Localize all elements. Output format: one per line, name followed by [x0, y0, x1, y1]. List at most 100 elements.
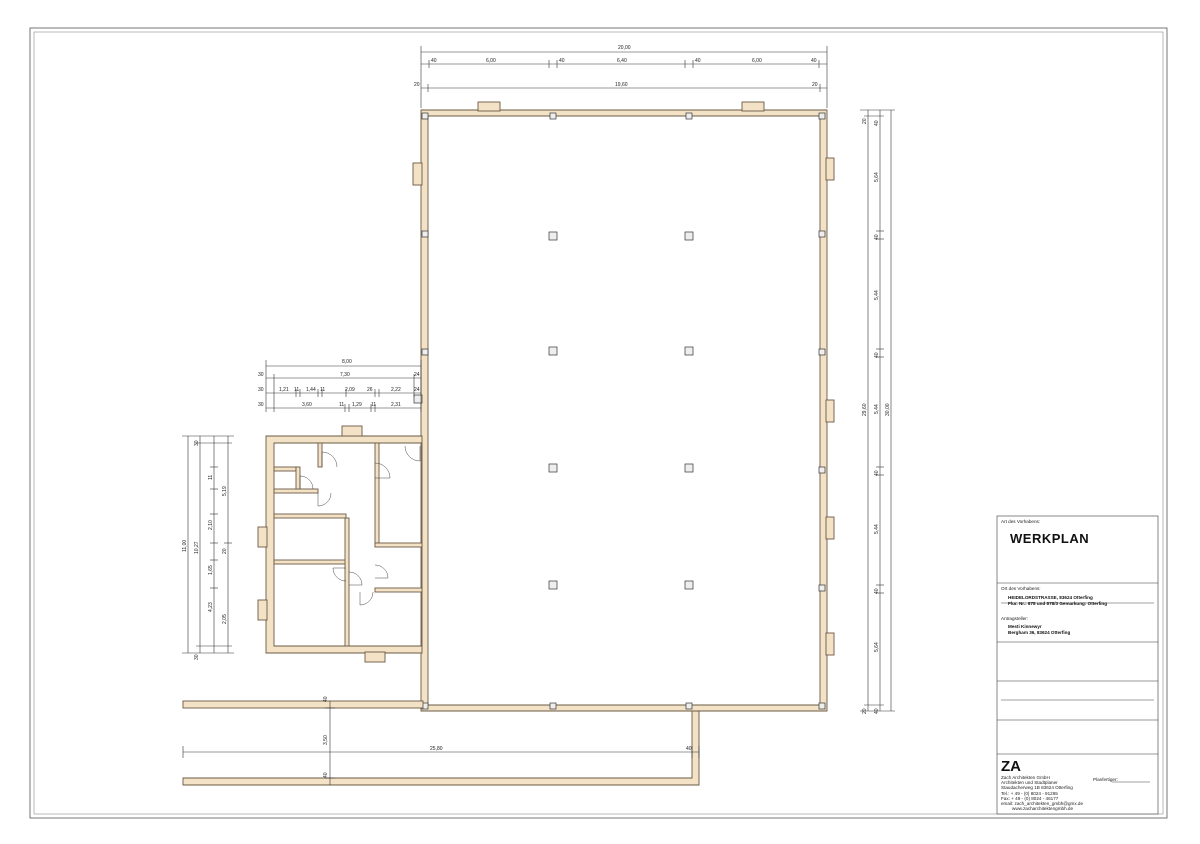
dim-left-1100: 11,00 — [182, 540, 188, 552]
yard-walls — [182, 700, 700, 786]
dim-top-600-a: 6,00 — [486, 58, 496, 64]
hall-pilaster-top-left — [477, 101, 501, 112]
dim-left-205: 2,05 — [222, 614, 228, 624]
dim-right-40-bot: 40 — [874, 708, 880, 714]
dim-left-423: 4,23 — [208, 602, 214, 612]
dim-left-11: 11 — [208, 475, 214, 480]
annex-pilaster-bottom — [364, 651, 386, 663]
dim-annex-231: 2,31 — [391, 402, 401, 408]
address-line-2: Flur. Nr.: 878 und 878/3 Gemarkung: Otte… — [1008, 601, 1107, 606]
dim-top-40-d: 40 — [811, 58, 817, 64]
dim-bottom-2580: 25,80 — [430, 746, 443, 752]
dim-annex-800: 8,00 — [342, 359, 352, 365]
dim-right-40-b: 40 — [874, 352, 880, 358]
firm-email: email: zach_architekten_gmbh@gmx.de — [1001, 801, 1083, 806]
outer-frame — [29, 27, 1168, 819]
dim-annex-30-b: 30 — [258, 387, 264, 393]
dim-bottom-40: 40 — [686, 746, 692, 752]
main-hall — [412, 101, 835, 712]
dim-annex-11-c: 11 — [339, 402, 344, 408]
firm-tel: Tel.: + 49 - (0) 8024 - 91265 — [1001, 791, 1058, 796]
partition-8 — [374, 587, 423, 593]
dim-left-165: 1,65 — [208, 565, 214, 575]
yard-wall-upper — [182, 700, 424, 709]
firm-web: www.zacharchitektengmbh.de — [1012, 806, 1073, 811]
dim-annex-144: 1,44 — [306, 387, 316, 393]
dim-bottom-350: 3,50 — [323, 735, 329, 745]
hall-pilaster-right-1 — [825, 157, 835, 181]
annex-pilaster-left-2 — [257, 599, 268, 621]
firm-logo: ZA — [1001, 758, 1021, 775]
yard-wall-lower — [182, 710, 700, 786]
dim-annex-30-c: 30 — [258, 402, 264, 408]
dim-left-210: 2,10 — [208, 520, 214, 530]
dim-right-20-top: 20 — [862, 118, 868, 124]
dim-left-519: 5,19 — [222, 486, 228, 496]
annex-column — [413, 394, 423, 404]
dim-right-544-a: 5,44 — [874, 290, 880, 300]
location-label: Ort des Vorhabens: — [1001, 586, 1041, 591]
dim-annex-26: 26 — [367, 387, 373, 393]
dim-inner-20-a: 20 — [414, 82, 420, 88]
applicant-address: Bergham 36, 83624 Otterfing — [1008, 630, 1070, 635]
annex-pilaster-left-1 — [257, 526, 268, 548]
partition-1 — [273, 466, 297, 472]
dim-right-40-a: 40 — [874, 234, 880, 240]
dim-right-564-b: 5,64 — [874, 642, 880, 652]
dim-left-30-top: 30 — [194, 440, 200, 446]
dimension-lines — [182, 46, 895, 785]
dim-annex-11-d: 11 — [371, 402, 376, 408]
dim-annex-222: 2,22 — [391, 387, 401, 393]
dim-bottom-40-b: 40 — [323, 772, 329, 778]
interior-columns — [548, 231, 694, 590]
dim-annex-11-a: 11 — [294, 387, 299, 393]
dim-annex-121: 1,21 — [279, 387, 289, 393]
dim-right-544-b: 5,44 — [874, 404, 880, 414]
partition-2 — [273, 488, 319, 494]
dim-right-20-bot: 20 — [862, 708, 868, 714]
dim-inner-1960: 19,60 — [615, 82, 628, 88]
dim-top-40-a: 40 — [431, 58, 437, 64]
dim-inner-20-b: 20 — [812, 82, 818, 88]
dim-annex-360: 3,60 — [302, 402, 312, 408]
hall-pilaster-right-3 — [825, 516, 835, 540]
annex-pilaster-top — [341, 425, 363, 437]
dim-right-40-top: 40 — [874, 120, 880, 126]
dim-left-20: 20 — [222, 548, 228, 554]
dim-top-total: 20,00 — [618, 45, 631, 51]
dim-annex-730: 7,30 — [340, 372, 350, 378]
address-line-1: HEIDELORDSTRASSE, 83624 Otterfing — [1008, 595, 1093, 600]
partition-3 — [273, 513, 347, 519]
dim-top-640: 6,40 — [617, 58, 627, 64]
dim-annex-24-b: 24 — [414, 387, 420, 393]
planner-label: Planfertiger: — [1093, 777, 1118, 782]
firm-line-3: Staudacherweg 1B 83624 Otterfing — [1001, 785, 1073, 790]
title-block: Art des Vorhabens: WERKPLAN Ort des Vorh… — [996, 515, 1159, 815]
door-swings — [299, 445, 421, 606]
title-block-frame — [996, 515, 1159, 815]
dim-left-30-bot: 30 — [194, 654, 200, 660]
plan-title: WERKPLAN — [1010, 531, 1089, 546]
dim-right-564-a: 5,64 — [874, 172, 880, 182]
office-annex — [257, 394, 423, 663]
partition-9 — [317, 442, 323, 468]
dim-top-40-b: 40 — [559, 58, 565, 64]
hall-wall — [420, 109, 828, 712]
dim-right-3000: 30,00 — [885, 403, 891, 416]
dim-top-40-c: 40 — [695, 58, 701, 64]
partition-10 — [295, 466, 301, 490]
partition-7 — [374, 542, 423, 548]
dim-top-600-b: 6,00 — [752, 58, 762, 64]
hall-pilaster-right-4 — [825, 632, 835, 656]
dim-annex-209: 2,09 — [345, 387, 355, 393]
partition-4 — [273, 559, 347, 565]
dim-left-1027: 10,27 — [194, 541, 200, 554]
dim-bottom-40-a: 40 — [323, 696, 329, 702]
partition-6 — [374, 442, 380, 544]
dim-annex-11-b: 11 — [320, 387, 325, 393]
applicant-name: Mesti Kinnewyr — [1008, 624, 1042, 629]
inner-frame — [33, 31, 1164, 815]
dim-right-544-c: 5,44 — [874, 524, 880, 534]
dim-right-40-d: 40 — [874, 588, 880, 594]
project-type-label: Art des Vorhabens: — [1001, 519, 1040, 524]
